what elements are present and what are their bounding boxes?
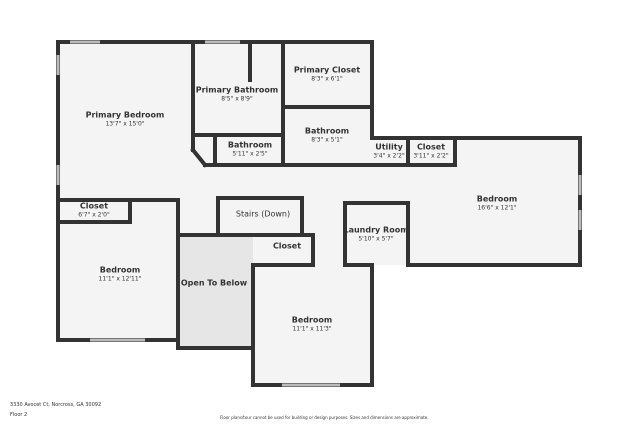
room-closet-middle: Closet xyxy=(272,241,302,251)
address-label: 3330 Avocet Ct, Norcross, GA 30092 xyxy=(10,402,102,408)
room-open-to-below: Open To Below xyxy=(180,278,248,288)
walls xyxy=(56,40,582,387)
floor-label: Floor 2 xyxy=(10,412,28,418)
disclaimer: Floor plans/tour cannot be used for buil… xyxy=(220,415,429,420)
room-stairs: Stairs (Down) xyxy=(235,209,291,219)
open-to-below-area xyxy=(178,235,253,348)
